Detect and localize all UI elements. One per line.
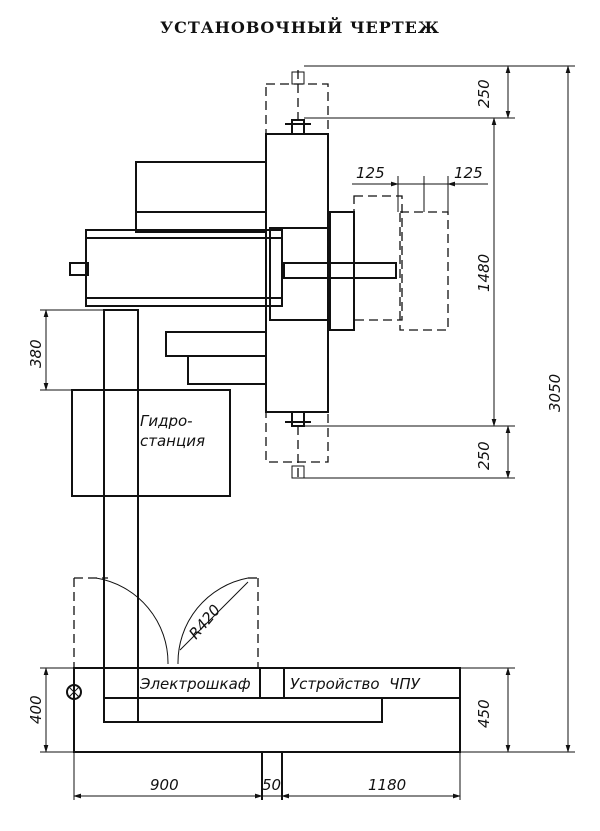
hydro-label-line2: станция [140, 432, 205, 450]
dim-3050: 3050 [546, 374, 564, 412]
grounding-symbol [66, 684, 82, 700]
lower-step-2 [187, 355, 267, 385]
upper-housing [135, 161, 267, 213]
travel-envelopes [73, 70, 449, 668]
machine-outline [66, 119, 461, 800]
drawing-title: УСТАНОВОЧНЫЙ ЧЕРТЕЖ [160, 18, 440, 37]
door-arc-left [95, 577, 169, 665]
dim-450: 450 [475, 699, 493, 728]
bed-arm [103, 697, 383, 723]
dim-250-bottom: 250 [475, 441, 493, 470]
hydraulic-station [71, 389, 231, 497]
spindle-head [85, 229, 283, 307]
lower-step-1 [165, 331, 267, 357]
tool-bar [283, 262, 397, 279]
spindle-stub [69, 262, 89, 276]
bottom-nut [291, 411, 305, 427]
dim-50: 50 [262, 776, 281, 794]
column [103, 309, 139, 723]
top-nut [291, 119, 305, 135]
dimension-lines [40, 65, 575, 800]
door-arc-right [177, 577, 249, 665]
dim-1180: 1180 [368, 776, 406, 794]
dim-1480: 1480 [475, 254, 493, 292]
radius-label: R420 [185, 601, 224, 642]
dim-250-top: 250 [475, 79, 493, 108]
radius-leader [179, 581, 249, 651]
dim-125-right: 125 [454, 164, 483, 182]
dim-380: 380 [27, 339, 45, 368]
dim-900: 900 [150, 776, 179, 794]
cabinet-label: Электрошкаф [139, 675, 251, 693]
dim-400: 400 [27, 695, 45, 724]
side-block [329, 211, 355, 331]
dim-125-left: 125 [356, 164, 385, 182]
cnc-device [283, 667, 461, 699]
cnc-label: Устройство ЧПУ [290, 675, 421, 693]
hydro-label-line1: Гидро- [140, 412, 193, 430]
vertical-carriage [265, 133, 329, 413]
spindle-head-inner [85, 237, 283, 299]
